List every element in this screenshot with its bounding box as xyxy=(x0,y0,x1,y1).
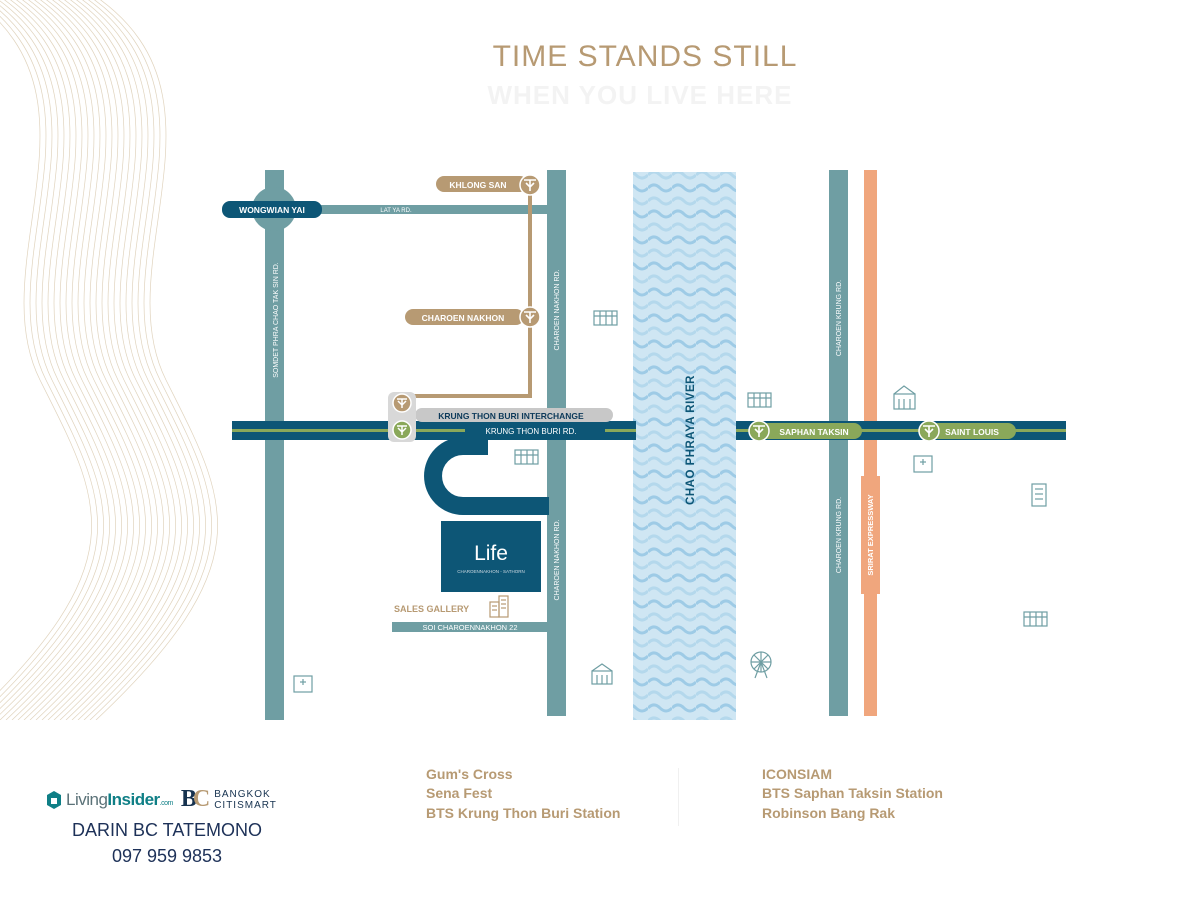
agent-name: DARIN BC TATEMONO xyxy=(71,820,262,840)
legend-left: Gum's Cross Sena Fest BTS Krung Thon Bur… xyxy=(352,764,620,823)
building-icon xyxy=(489,595,509,618)
legend-place: Gum's Cross xyxy=(426,765,513,782)
station-icon xyxy=(519,174,541,196)
legend-divider xyxy=(678,768,679,826)
somdet-label: SOMDET PHRA CHAO TAK SIN RD. xyxy=(273,262,280,378)
saphan-taksin-label: SAPHAN TAKSIN xyxy=(779,427,848,437)
building-icon xyxy=(893,385,916,410)
legend-right: ICONSIAM BTS Saphan Taksin Station Robin… xyxy=(688,764,943,823)
living-insider-logo: LivingInsider.com xyxy=(66,789,173,809)
page-subtitle: WHEN YOU LIVE HERE xyxy=(487,80,793,110)
charoen-krung-road xyxy=(829,170,848,716)
charoen-nakhon-badge xyxy=(405,309,524,325)
charoen-nakhon-road xyxy=(547,170,566,716)
saint-louis-label: SAINT LOUIS xyxy=(945,427,999,437)
wongwian-yai-badge xyxy=(222,201,322,218)
charoen-krung-label-lower: CHAROEN KRUNG RD. xyxy=(836,497,843,573)
saint-louis-badge xyxy=(922,423,1016,439)
charoen-krung-label-upper: CHAROEN KRUNG RD. xyxy=(836,280,843,356)
station-icon xyxy=(918,420,940,442)
river xyxy=(633,172,736,720)
legend-row: BTS Krung Thon Buri Station xyxy=(352,803,620,823)
page-title: TIME STANDS STILL xyxy=(492,40,798,73)
legend-place: ICONSIAM xyxy=(762,765,832,782)
building-icon xyxy=(747,392,772,408)
river-label: CHAO PHRAYA RIVER xyxy=(685,375,697,505)
soi-road xyxy=(392,622,549,632)
khlong-san-label: KHLONG SAN xyxy=(449,180,506,190)
station-icon xyxy=(519,306,541,328)
decorative-contour-lines xyxy=(0,0,218,720)
interchange-badge xyxy=(415,408,613,422)
legend-place: Sena Fest xyxy=(426,785,493,802)
krung-thon-buri-label-bg xyxy=(465,425,605,437)
charoen-nakhon-label-upper: CHAROEN NAKHON RD. xyxy=(554,270,561,351)
charoen-nakhon-label-lower: CHAROEN NAKHON RD. xyxy=(554,520,561,601)
station-icon xyxy=(392,420,412,440)
gold-line xyxy=(400,185,532,405)
ramp-road xyxy=(424,437,549,515)
legend-row: Sena Fest xyxy=(352,784,620,804)
tower-icon xyxy=(1031,483,1047,507)
legend-place: Robinson Bang Rak xyxy=(762,804,896,821)
bts-line-west xyxy=(232,429,636,432)
bts-line-east xyxy=(736,429,1066,432)
building-icon xyxy=(593,310,618,326)
legend-row: Gum's Cross xyxy=(352,764,620,784)
legend-place: BTS Krung Thon Buri Station xyxy=(426,804,621,821)
lat-ya-road xyxy=(268,205,550,214)
legend-row: Robinson Bang Rak xyxy=(688,803,943,823)
station-icon xyxy=(392,393,412,413)
saphan-taksin-badge xyxy=(752,423,862,439)
expressway xyxy=(864,170,877,716)
bc-logo-icon: BC xyxy=(180,786,210,812)
expressway-label-box xyxy=(861,476,880,594)
soi-label: SOI CHAROENNAKHON 22 xyxy=(422,623,517,632)
project-tagline: CHAROENNAKHON - SATHORN xyxy=(457,569,524,574)
expressway-label: SRIRAT EXPRESSWAY xyxy=(866,494,875,575)
agent-phone: 097 959 9853 xyxy=(111,846,223,866)
station-icon xyxy=(748,420,770,442)
legend-row: BTS Saphan Taksin Station xyxy=(688,784,943,804)
legend-row: ICONSIAM xyxy=(688,764,943,784)
wongwian-yai-label: WONGWIAN YAI xyxy=(239,205,305,215)
somdet-road xyxy=(265,170,284,720)
hospital-icon xyxy=(293,675,313,693)
charoen-nakhon-station-label: CHAROEN NAKHON xyxy=(422,313,505,323)
ferris-wheel-icon xyxy=(750,651,772,679)
building-icon xyxy=(514,449,539,465)
krung-thon-buri-label: KRUNG THON BURI RD. xyxy=(486,427,577,436)
project-logo-box xyxy=(441,521,541,592)
interchange-label: KRUNG THON BURI INTERCHANGE xyxy=(438,411,584,421)
khlong-san-badge xyxy=(436,176,528,192)
lat-ya-label: LAT YA RD. xyxy=(380,208,412,214)
building-icon xyxy=(1023,611,1048,627)
project-logo: Life xyxy=(474,542,508,565)
living-insider-icon xyxy=(47,790,61,809)
legend-place: BTS Saphan Taksin Station xyxy=(762,785,943,802)
hospital-icon xyxy=(913,455,933,473)
building-icon xyxy=(591,663,613,685)
sales-gallery-label: SALES GALLERY xyxy=(394,604,469,614)
